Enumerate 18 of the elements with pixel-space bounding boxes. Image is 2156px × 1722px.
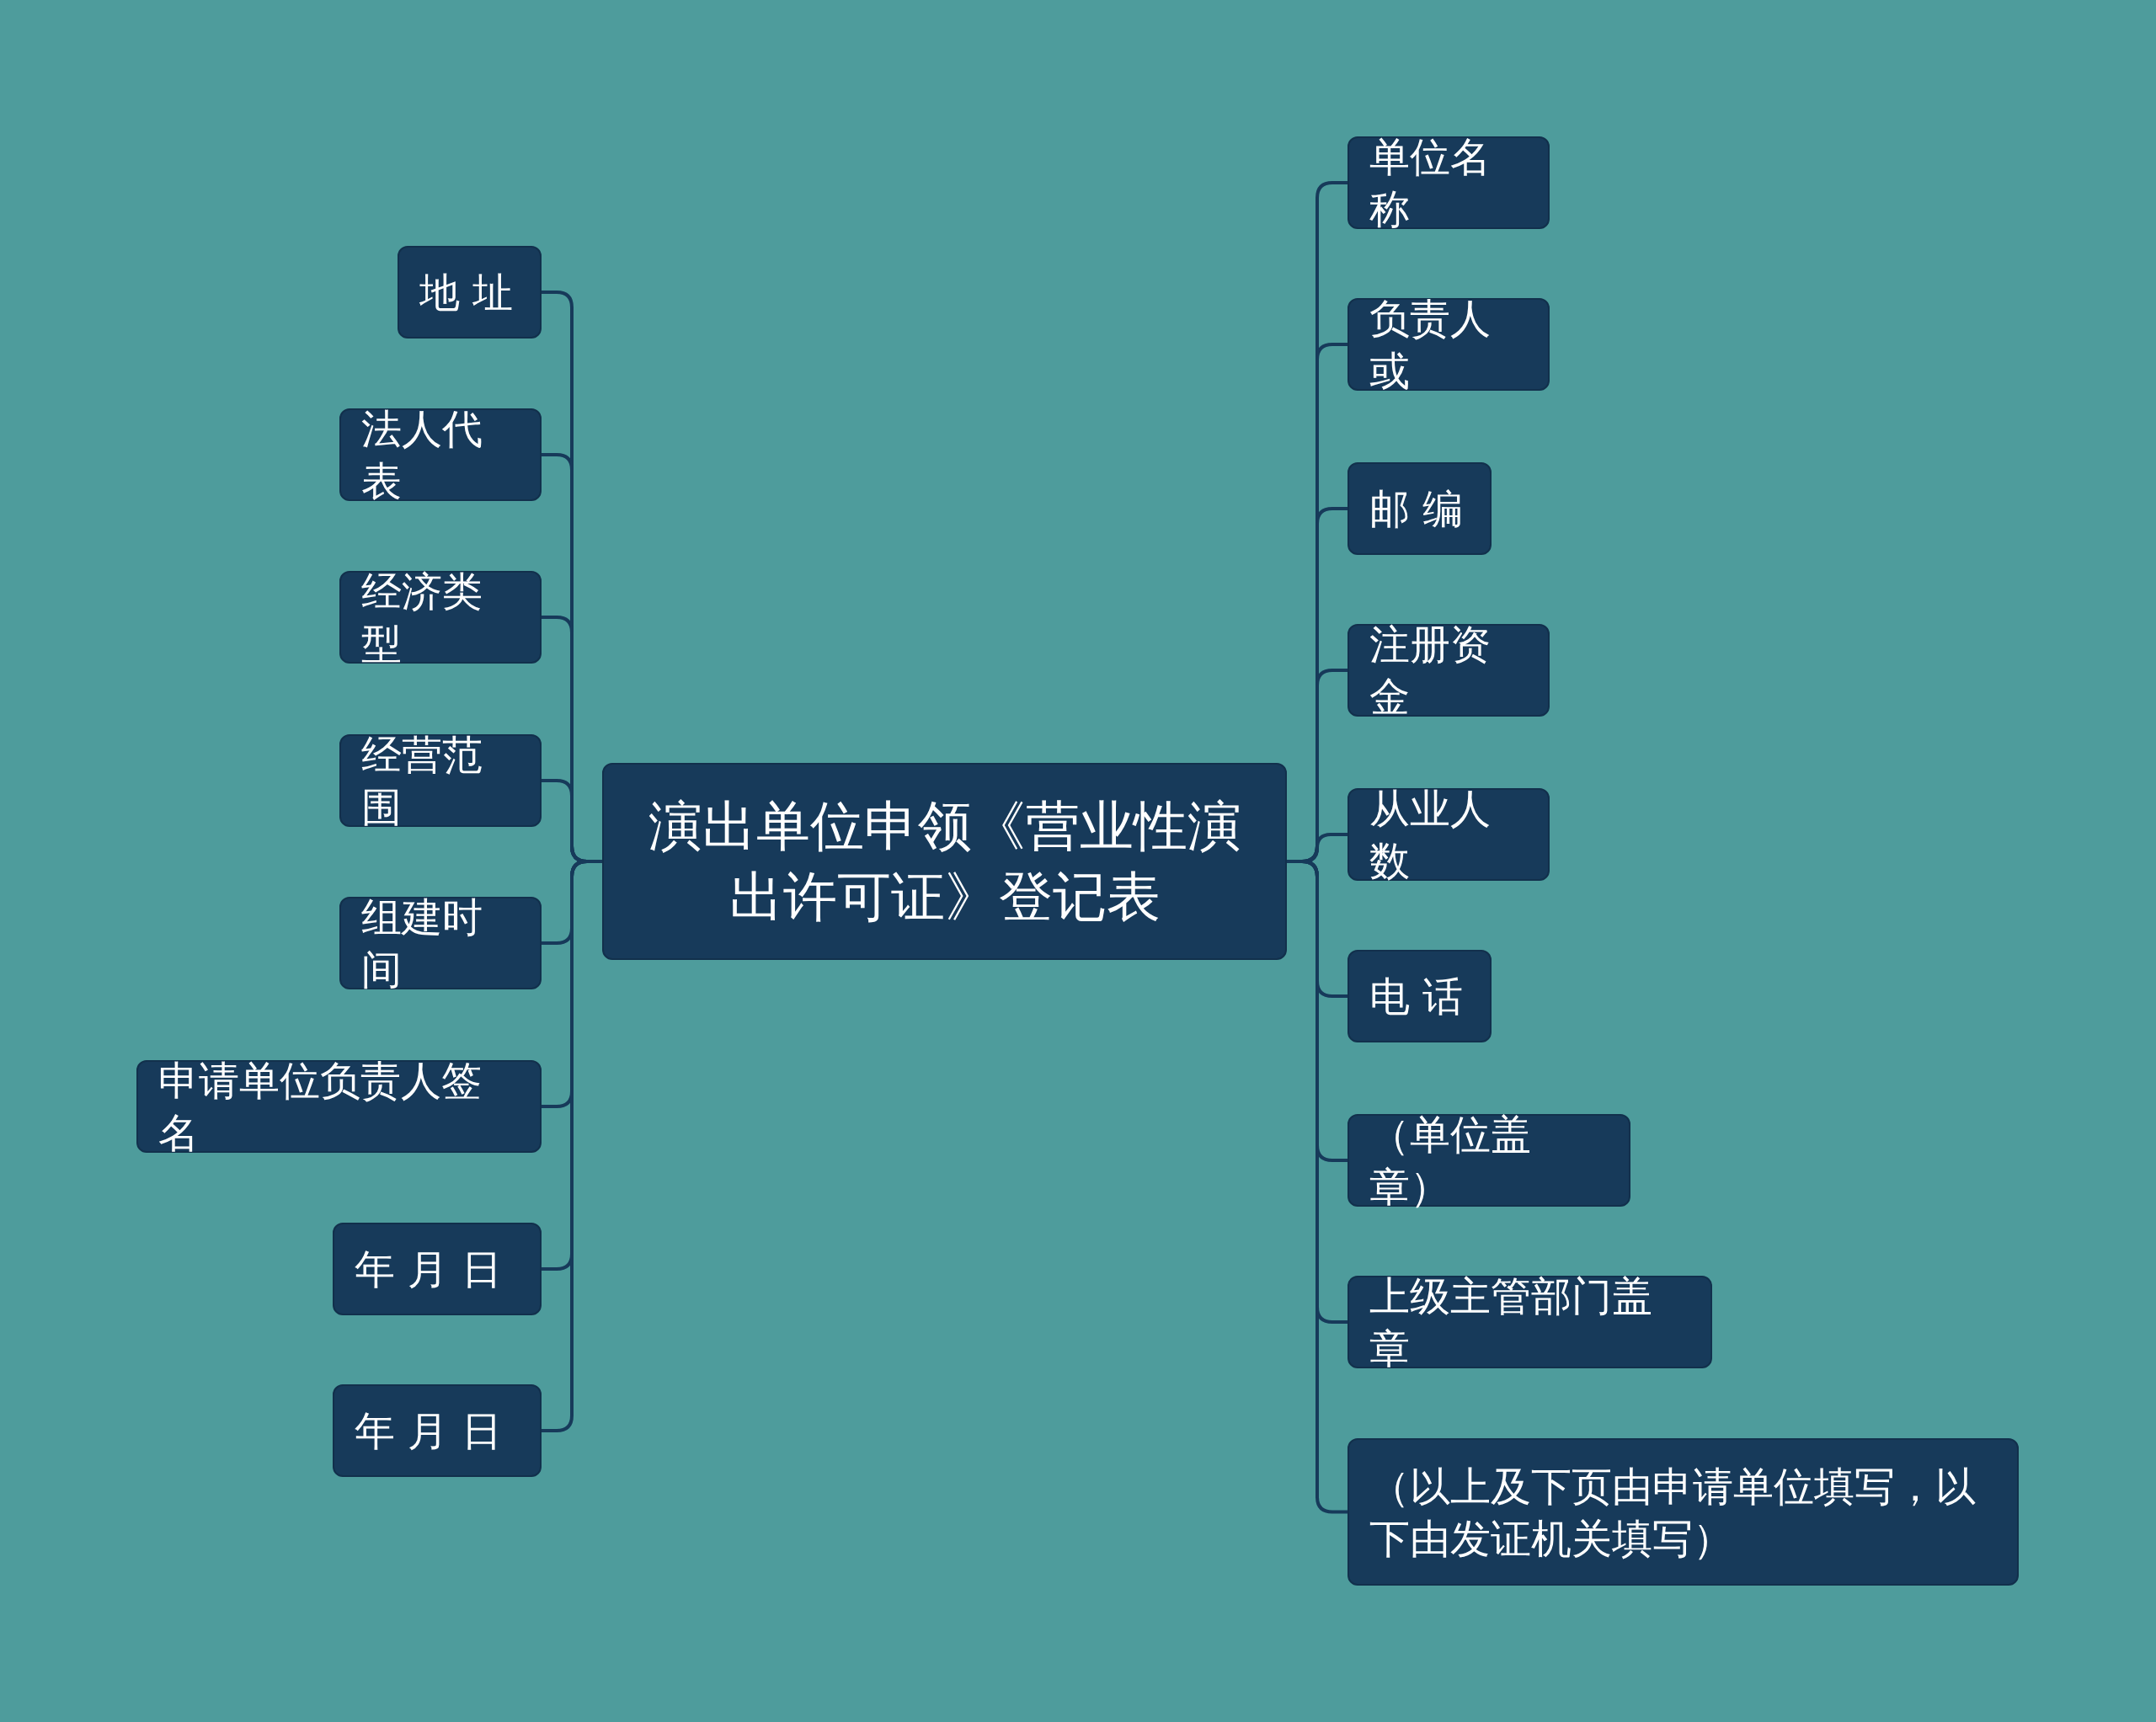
topic-box: 申请单位负责人签名 xyxy=(136,1060,542,1153)
topic-box: 负责人或 xyxy=(1348,298,1550,391)
topic-box: 地 址 xyxy=(398,246,542,339)
topic-box: （单位盖章） xyxy=(1348,1114,1630,1207)
topic-box: 组建时间 xyxy=(339,897,542,989)
topic-box: 经营范围 xyxy=(339,734,542,827)
topic-box: （以上及下页由申请单位填写，以下由发证机关填写） xyxy=(1348,1438,2019,1586)
topic-box: 邮 编 xyxy=(1348,462,1492,555)
topic-box: 上级主管部门盖章 xyxy=(1348,1276,1712,1368)
topic-box: 单位名称 xyxy=(1348,136,1550,229)
central-topic-box: 演出单位申领《营业性演出许可证》登记表 xyxy=(602,763,1287,960)
topic-box: 年 月 日 xyxy=(333,1223,542,1315)
topic-box: 法人代表 xyxy=(339,408,542,501)
topic-box: 年 月 日 xyxy=(333,1384,542,1477)
topic-box: 电 话 xyxy=(1348,950,1492,1042)
topic-box: 经济类型 xyxy=(339,571,542,664)
topic-box: 从业人数 xyxy=(1348,788,1550,881)
topic-box: 注册资金 xyxy=(1348,624,1550,717)
